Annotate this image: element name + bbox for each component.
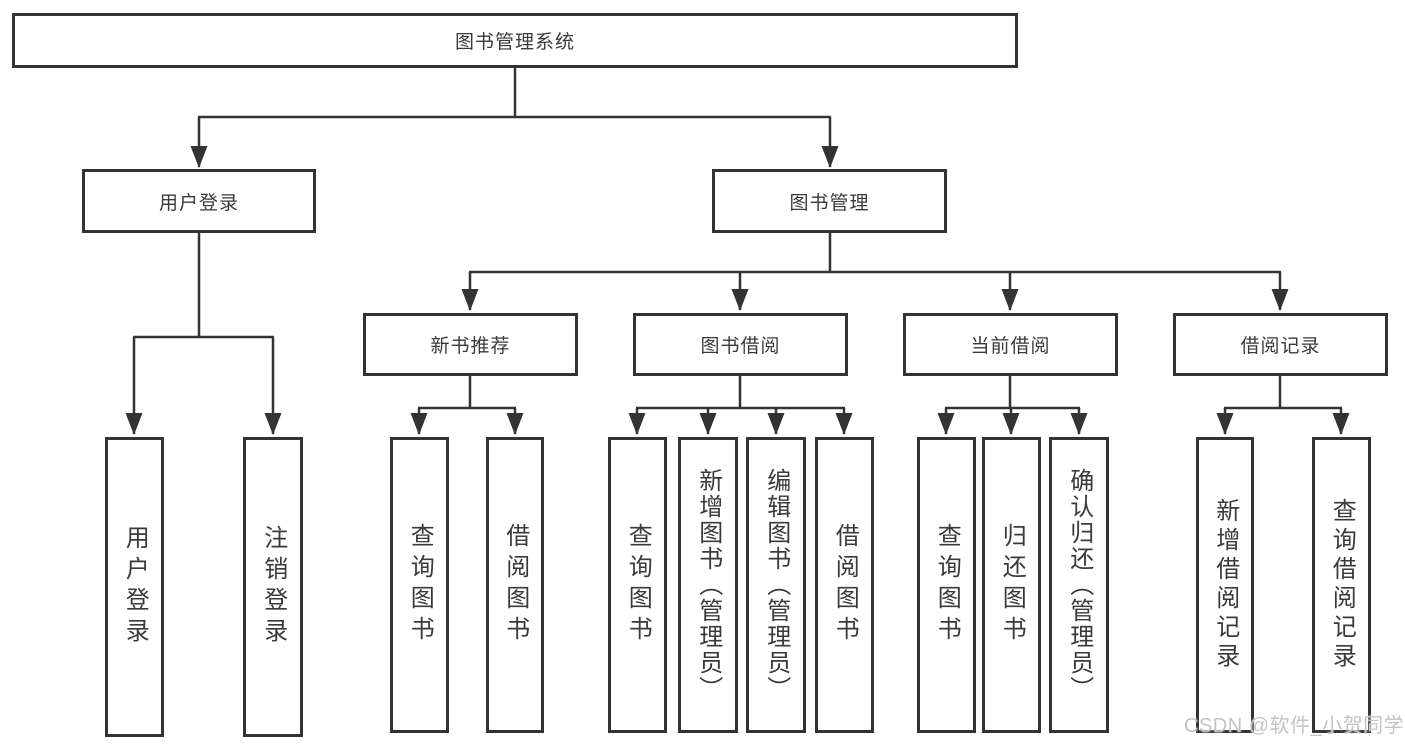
leaf-confirm-return-admin: 确认归还（管理员） <box>1049 437 1109 733</box>
leaf-add-books-admin-label: 新增图书（管理员） <box>694 468 722 702</box>
node-root: 图书管理系统 <box>12 13 1018 68</box>
leaf-borrow-query-books: 查询图书 <box>608 437 667 733</box>
leaf-add-borrow-record-label: 新增借阅记录 <box>1211 498 1239 672</box>
leaf-user-login: 用户登录 <box>105 437 164 737</box>
leaf-current-query-books-label: 查询图书 <box>933 523 961 647</box>
leaf-borrow-query-books-label: 查询图书 <box>624 523 652 647</box>
leaf-recommend-borrow-books-label: 借阅图书 <box>501 523 529 647</box>
leaf-logout-label: 注销登录 <box>259 525 287 649</box>
leaf-recommend-query-books-label: 查询图书 <box>406 523 434 647</box>
node-current-borrow: 当前借阅 <box>903 313 1118 376</box>
leaf-add-books-admin: 新增图书（管理员） <box>678 437 738 733</box>
leaf-return-books-label: 归还图书 <box>998 523 1026 647</box>
leaf-logout: 注销登录 <box>243 437 303 737</box>
node-borrow-records: 借阅记录 <box>1173 313 1388 376</box>
leaf-borrow-books-label: 借阅图书 <box>831 523 859 647</box>
leaf-return-books: 归还图书 <box>982 437 1041 733</box>
leaf-recommend-query-books: 查询图书 <box>390 437 449 733</box>
leaf-user-login-label: 用户登录 <box>121 525 149 649</box>
leaf-add-borrow-record: 新增借阅记录 <box>1196 437 1254 733</box>
node-book-management: 图书管理 <box>712 169 947 233</box>
node-user-login-branch: 用户登录 <box>82 169 316 233</box>
leaf-edit-books-admin: 编辑图书（管理员） <box>746 437 806 733</box>
leaf-borrow-books: 借阅图书 <box>815 437 874 733</box>
leaf-edit-books-admin-label: 编辑图书（管理员） <box>762 468 790 702</box>
csdn-watermark: CSDN @软件_小贺同学 <box>1184 715 1405 737</box>
leaf-query-borrow-record-label: 查询借阅记录 <box>1328 498 1356 672</box>
node-new-book-recommend: 新书推荐 <box>363 313 578 376</box>
leaf-confirm-return-admin-label: 确认归还（管理员） <box>1065 468 1093 702</box>
leaf-query-borrow-record: 查询借阅记录 <box>1312 437 1371 733</box>
leaf-recommend-borrow-books: 借阅图书 <box>486 437 544 733</box>
node-book-borrow: 图书借阅 <box>633 313 848 376</box>
leaf-current-query-books: 查询图书 <box>917 437 976 733</box>
